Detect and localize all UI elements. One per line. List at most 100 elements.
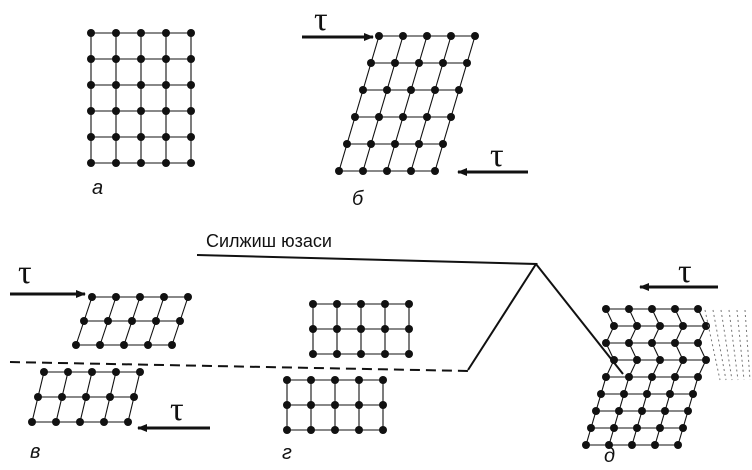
lattice-atom — [52, 418, 60, 426]
panel-label-a: а — [92, 177, 103, 199]
lattice-atom — [602, 373, 610, 381]
lattice-atom — [407, 167, 415, 175]
lattice-atom — [399, 32, 407, 40]
lattice-atom — [694, 305, 702, 313]
lattice-atom — [144, 341, 152, 349]
lattice-atom — [355, 426, 363, 434]
lattice-atom — [137, 55, 145, 63]
lattice-atom — [643, 390, 651, 398]
lattice-atom — [162, 55, 170, 63]
lattice-atom — [684, 407, 692, 415]
lattice-atom — [415, 59, 423, 67]
lattice-atom — [399, 113, 407, 121]
lattice-bond — [458, 62, 468, 91]
lattice-atom — [162, 133, 170, 141]
lattice-bond — [442, 35, 452, 64]
lattice-atom — [80, 317, 88, 325]
lattice-bond — [99, 320, 109, 346]
lattice-bond — [370, 35, 380, 64]
lattice-atom — [431, 86, 439, 94]
lattice-atom — [162, 81, 170, 89]
lattice-atom — [383, 86, 391, 94]
lattice-atom — [106, 393, 114, 401]
tau-symbol-bottom-b: τ — [490, 137, 504, 174]
lattice-bond — [131, 296, 141, 322]
lattice-atom — [615, 407, 623, 415]
lattice-atom — [648, 373, 656, 381]
lattice-atom — [391, 140, 399, 148]
lattice-atom — [439, 59, 447, 67]
lattice-atom — [582, 441, 590, 449]
lattice-bond — [37, 371, 45, 398]
lattice-atom — [307, 376, 315, 384]
lattice-atom — [656, 322, 664, 330]
lattice-bond — [85, 371, 93, 398]
lattice-atom — [333, 325, 341, 333]
lattice-atom — [359, 86, 367, 94]
lattice-atom — [381, 350, 389, 358]
lattice-atom — [431, 167, 439, 175]
lattice-atom — [679, 424, 687, 432]
lattice-bond — [171, 320, 181, 346]
lattice-atom — [283, 401, 291, 409]
lattice-atom — [447, 113, 455, 121]
lattice-atom — [597, 390, 605, 398]
lattice-atom — [455, 86, 463, 94]
lattice-bond — [426, 89, 436, 118]
lattice-atom — [187, 107, 195, 115]
lattice-atom — [620, 390, 628, 398]
tau-symbol-d: τ — [678, 253, 692, 290]
lattice-bond — [107, 296, 117, 322]
lattice-atom — [87, 159, 95, 167]
lattice-bond — [61, 371, 69, 398]
lattice-atom — [137, 133, 145, 141]
lattice-atom — [610, 424, 618, 432]
lattice-atom — [447, 32, 455, 40]
lattice-atom — [87, 133, 95, 141]
lattice-atom — [187, 81, 195, 89]
lattice-bond — [354, 89, 364, 118]
lattice-atom — [112, 81, 120, 89]
lattice-atom — [381, 300, 389, 308]
lattice-atom — [648, 305, 656, 313]
lattice-atom — [379, 401, 387, 409]
lattice-atom — [333, 350, 341, 358]
lattice-bond — [109, 371, 117, 398]
lattice-atom — [610, 322, 618, 330]
lattice-atom — [64, 368, 72, 376]
slip-plane-dashed-line — [9, 361, 469, 372]
lattice-atom — [88, 368, 96, 376]
lattice-atom — [357, 300, 365, 308]
lattice-atom — [359, 167, 367, 175]
lattice-atom — [112, 55, 120, 63]
lattice-bond — [394, 35, 404, 64]
dotted-guide-line — [728, 309, 739, 381]
lattice-bond — [378, 89, 388, 118]
lattice-atom — [423, 32, 431, 40]
lattice-atom — [96, 341, 104, 349]
lattice-bond — [450, 89, 460, 118]
lattice-atom — [333, 300, 341, 308]
lattice-bond — [179, 296, 189, 322]
slip-plane-pointer-right — [535, 263, 624, 375]
lattice-atom — [283, 426, 291, 434]
lattice-atom — [136, 368, 144, 376]
lattice-atom — [391, 59, 399, 67]
lattice-atom — [137, 81, 145, 89]
lattice-atom — [162, 29, 170, 37]
lattice-atom — [638, 407, 646, 415]
lattice-atom — [124, 418, 132, 426]
lattice-atom — [439, 140, 447, 148]
lattice-atom — [694, 339, 702, 347]
lattice-atom — [87, 81, 95, 89]
lattice-atom — [355, 376, 363, 384]
lattice-atom — [72, 341, 80, 349]
lattice-atom — [367, 59, 375, 67]
lattice-atom — [405, 325, 413, 333]
lattice-atom — [168, 341, 176, 349]
lattice-atom — [162, 107, 170, 115]
lattice-atom — [702, 356, 710, 364]
lattice-bond — [362, 143, 372, 172]
lattice-atom — [112, 293, 120, 301]
